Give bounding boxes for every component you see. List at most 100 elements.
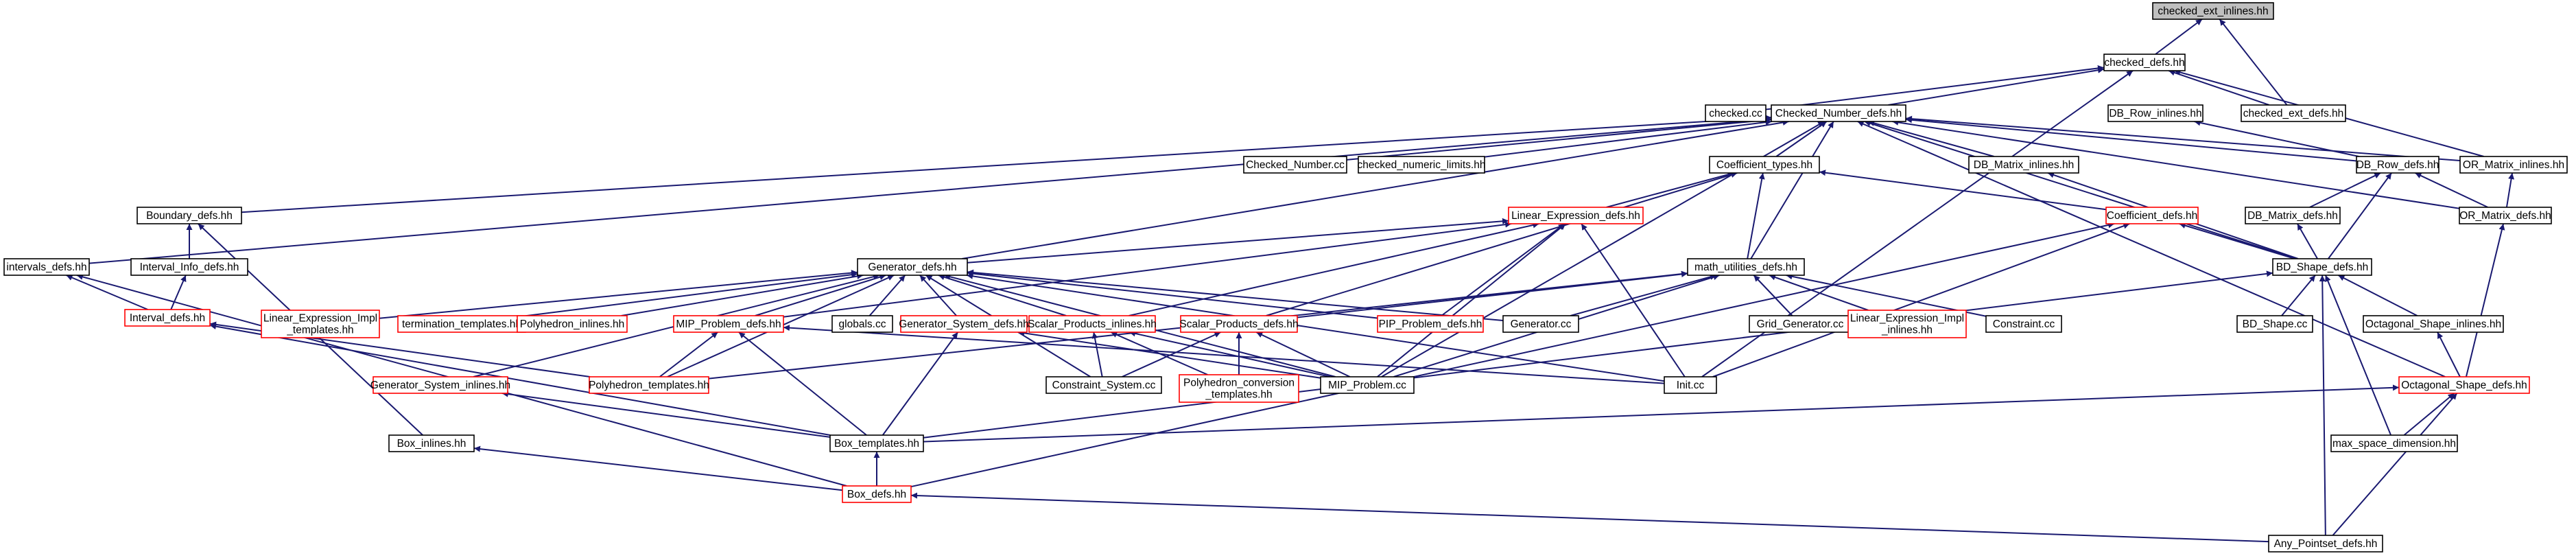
node-label: Coefficient_defs.hh xyxy=(2107,210,2197,222)
node-checked_cc[interactable]: checked.cc xyxy=(1705,104,1766,122)
node-Generator_defs[interactable]: Generator_defs.hh xyxy=(857,258,968,276)
node-box xyxy=(2236,315,2313,333)
node-box xyxy=(1985,315,2062,333)
node-Coefficient_defs[interactable]: Coefficient_defs.hh xyxy=(2105,207,2199,224)
node-BD_Shape_defs[interactable]: BD_Shape_defs.hh xyxy=(2272,258,2372,276)
node-Interval_Info_defs[interactable]: Interval_Info_defs.hh xyxy=(130,258,248,276)
node-box xyxy=(2356,156,2439,174)
edge-DB_Row_defs-to-DB_Row_inlines xyxy=(2194,119,2359,157)
edge-math_utilities_defs-to-Coefficient_types xyxy=(1747,172,1765,259)
node-label: DB_Matrix_defs.hh xyxy=(2247,210,2338,222)
node-box xyxy=(1243,156,1347,174)
edge-DB_Matrix_inlines-to-Checked_Number_defs xyxy=(1867,120,1995,157)
node-Box_inlines[interactable]: Box_inlines.hh xyxy=(388,434,475,452)
node-DB_Matrix_inlines[interactable]: DB_Matrix_inlines.hh xyxy=(1968,156,2079,174)
node-label: MIP_Problem.cc xyxy=(1328,380,1406,391)
node-box xyxy=(388,434,475,452)
node-box xyxy=(2268,535,2383,553)
node-checked_numeric_limits[interactable]: checked_numeric_limits.hh xyxy=(1358,156,1486,174)
node-BD_Shape_cc[interactable]: BD_Shape.cc xyxy=(2236,315,2313,333)
node-DB_Matrix_defs[interactable]: DB_Matrix_defs.hh xyxy=(2245,207,2341,224)
node-Scalar_Products_defs[interactable]: Scalar_Products_defs.hh xyxy=(1179,315,1299,333)
node-box xyxy=(1664,376,1717,394)
node-globals_cc[interactable]: globals.cc xyxy=(831,315,893,333)
node-box xyxy=(373,376,508,394)
node-OR_Matrix_inlines[interactable]: OR_Matrix_inlines.hh xyxy=(2459,156,2568,174)
node-Constraint_cc[interactable]: Constraint.cc xyxy=(1985,315,2062,333)
edge-Octagonal_Shape_inlines-to-BD_Shape_defs xyxy=(2337,275,2418,316)
node-math_utilities_defs[interactable]: math_utilities_defs.hh xyxy=(1687,258,1805,276)
node-Linear_Expression_defs[interactable]: Linear_Expression_defs.hh xyxy=(1508,207,1644,224)
node-checked_defs[interactable]: checked_defs.hh xyxy=(2103,54,2186,71)
edge-PIP_Problem_defs-to-Generator_defs xyxy=(967,270,1378,319)
node-PIP_Problem_defs[interactable]: PIP_Problem_defs.hh xyxy=(1377,315,1484,333)
node-Coefficient_types[interactable]: Coefficient_types.hh xyxy=(1709,156,1820,174)
node-box xyxy=(517,315,628,333)
node-box xyxy=(1508,207,1644,224)
node-termination_templates[interactable]: termination_templates.hh xyxy=(397,315,526,333)
node-OR_Matrix_defs[interactable]: OR_Matrix_defs.hh xyxy=(2459,207,2552,224)
node-box xyxy=(1180,315,1298,333)
node-Interval_defs[interactable]: Interval_defs.hh xyxy=(124,309,211,327)
node-Linear_Expression_Impl_inlines[interactable]: Linear_Expression_Impl_inlines.hh xyxy=(1847,310,1967,338)
node-Checked_Number_cc[interactable]: Checked_Number.cc xyxy=(1243,156,1347,174)
node-Checked_Number_defs[interactable]: Checked_Number_defs.hh xyxy=(1771,104,1906,122)
node-Generator_System_inlines[interactable]: Generator_System_inlines.hh xyxy=(370,376,510,394)
node-Scalar_Products_inlines[interactable]: Scalar_Products_inlines.hh xyxy=(1028,315,1157,333)
edge-math_utilities_defs-to-Checked_Number_defs xyxy=(1750,121,1834,259)
node-Grid_Generator_cc[interactable]: Grid_Generator.cc xyxy=(1749,315,1852,333)
node-intervals_defs[interactable]: intervals_defs.hh xyxy=(3,258,90,276)
node-Boundary_defs[interactable]: Boundary_defs.hh xyxy=(137,207,242,224)
edge-Interval_defs-to-intervals_defs xyxy=(66,275,148,310)
node-Polyhedron_templates[interactable]: Polyhedron_templates.hh xyxy=(589,376,709,394)
node-box xyxy=(589,376,709,394)
edge-Generator_System_defs-to-Generator_defs xyxy=(919,275,957,316)
node-label: Linear_Expression_Impl xyxy=(263,313,377,325)
edge-Scalar_Products_defs-to-math_utilities_defs xyxy=(1297,271,1688,318)
node-layer: checked_ext_inlines.hh checked_defs.hhche… xyxy=(3,2,2568,553)
node-label: DB_Matrix_inlines.hh xyxy=(1974,159,2074,171)
node-checked_ext_defs[interactable]: checked_ext_defs.hh xyxy=(2241,104,2346,122)
node-box xyxy=(3,258,90,276)
node-label: Interval_defs.hh xyxy=(130,312,205,324)
node-checked_ext_inlines[interactable]: checked_ext_inlines.hh xyxy=(2152,2,2274,20)
edge-Init_cc-to-Coefficient_defs xyxy=(1712,222,2130,377)
node-label: Constraint.cc xyxy=(1993,318,2055,330)
node-box xyxy=(2245,207,2341,224)
node-Init_cc[interactable]: Init.cc xyxy=(1664,376,1717,394)
node-Octagonal_Shape_defs[interactable]: Octagonal_Shape_defs.hh xyxy=(2398,376,2530,394)
node-Generator_System_defs[interactable]: Generator_System_defs.hh xyxy=(899,315,1029,333)
edge-Constraint_cc-to-math_utilities_defs xyxy=(1786,273,1987,317)
node-Polyhedron_conversion_templates[interactable]: Polyhedron_conversion_templates.hh xyxy=(1179,374,1299,403)
node-label: Polyhedron_conversion xyxy=(1183,377,1295,389)
node-label: Generator_System_defs.hh xyxy=(899,318,1029,330)
node-label: termination_templates.hh xyxy=(402,318,521,330)
node-MIP_Problem_defs[interactable]: MIP_Problem_defs.hh xyxy=(673,315,784,333)
edge-Linear_Expression_Impl_inlines-to-math_utilities_defs xyxy=(1769,274,1869,311)
node-Linear_Expression_Impl_templates[interactable]: Linear_Expression_Impl_templates.hh xyxy=(261,310,380,338)
node-max_space_dimension[interactable]: max_space_dimension.hh xyxy=(2330,434,2458,452)
node-label: Linear_Expression_Impl xyxy=(1850,313,1964,325)
edge-Box_templates-to-Octagonal_Shape_defs xyxy=(923,384,2400,443)
node-Box_templates[interactable]: Box_templates.hh xyxy=(829,434,924,452)
node-box xyxy=(2363,315,2504,333)
node-Polyhedron_inlines[interactable]: Polyhedron_inlines.hh xyxy=(517,315,628,333)
node-Constraint_System_cc[interactable]: Constraint_System.cc xyxy=(1045,376,1162,394)
node-DB_Row_defs[interactable]: DB_Row_defs.hh xyxy=(2356,156,2439,174)
node-Any_Pointset_defs[interactable]: Any_Pointset_defs.hh xyxy=(2268,535,2383,553)
node-label: max_space_dimension.hh xyxy=(2332,438,2456,450)
node-Generator_cc[interactable]: Generator.cc xyxy=(1502,315,1579,333)
node-label: checked_ext_inlines.hh xyxy=(2158,5,2268,17)
edge-BD_Shape_defs-to-Coefficient_defs xyxy=(2179,222,2295,259)
node-Octagonal_Shape_inlines[interactable]: Octagonal_Shape_inlines.hh xyxy=(2363,315,2504,333)
edge-Checked_Number_cc-to-Checked_Number_defs xyxy=(1346,117,1772,161)
node-label: Coefficient_types.hh xyxy=(1716,159,1812,171)
node-label: Checked_Number_defs.hh xyxy=(1775,108,1902,119)
node-Box_defs[interactable]: Box_defs.hh xyxy=(842,485,912,503)
node-MIP_Problem_cc[interactable]: MIP_Problem.cc xyxy=(1320,376,1415,394)
node-box xyxy=(1705,104,1766,122)
node-DB_Row_inlines[interactable]: DB_Row_inlines.hh xyxy=(2107,104,2203,122)
node-label: Grid_Generator.cc xyxy=(1757,318,1844,330)
node-label: Linear_Expression_defs.hh xyxy=(1511,210,1640,222)
